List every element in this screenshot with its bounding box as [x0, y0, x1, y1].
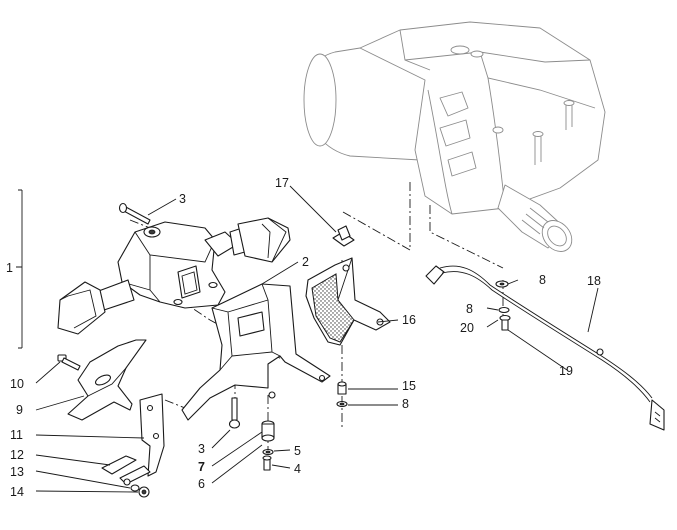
- clip-nut: [332, 225, 355, 247]
- washer-stack: [495, 280, 511, 331]
- spacer-and-washer: [336, 381, 348, 408]
- screw-lower: [228, 397, 241, 429]
- callout-3a: 3: [179, 192, 186, 206]
- callout-7: 7: [198, 460, 205, 474]
- callout-14: 14: [10, 485, 24, 499]
- callout-18: 18: [587, 274, 601, 288]
- screw-top: [118, 202, 151, 225]
- callout-13: 13: [10, 465, 24, 479]
- washer-13: [130, 484, 140, 492]
- license-plate-bracket: [181, 283, 331, 421]
- callout-11: 11: [10, 428, 23, 442]
- callout-17: 17: [275, 176, 289, 190]
- callout-20: 20: [460, 321, 474, 335]
- callout-19: 19: [559, 364, 573, 378]
- screw-10: [57, 354, 81, 371]
- callout-4: 4: [294, 462, 301, 476]
- plate-bracket-11: [139, 393, 165, 477]
- callout-3b: 3: [198, 442, 205, 456]
- callout-12: 12: [10, 448, 24, 462]
- callout-10: 10: [10, 377, 24, 391]
- callout-2: 2: [302, 255, 309, 269]
- callout-5: 5: [294, 444, 301, 458]
- turn-signal-assembly: [57, 217, 291, 335]
- wiring-harness: [425, 265, 665, 431]
- callout-8b: 8: [466, 302, 473, 316]
- callout-15: 15: [402, 379, 416, 393]
- callout-1: 1: [6, 261, 13, 275]
- callout-8a: 8: [539, 273, 546, 287]
- leader-lines: [16, 185, 599, 493]
- callout-16: 16: [402, 313, 416, 327]
- callout-9: 9: [16, 403, 23, 417]
- airbox-housing: [303, 21, 606, 252]
- callout-6: 6: [198, 477, 205, 491]
- mudguard-shield: [305, 257, 391, 346]
- nut-14: [138, 486, 150, 498]
- callout-8c: 8: [402, 397, 409, 411]
- bolt-stack-right: [261, 420, 275, 471]
- rubber-mount: [67, 339, 147, 421]
- link-plate-12: [101, 455, 151, 486]
- callout-labels: 1 3 17 2 16 8 18 8 20 19 15 8 10 9 11 12…: [6, 176, 601, 499]
